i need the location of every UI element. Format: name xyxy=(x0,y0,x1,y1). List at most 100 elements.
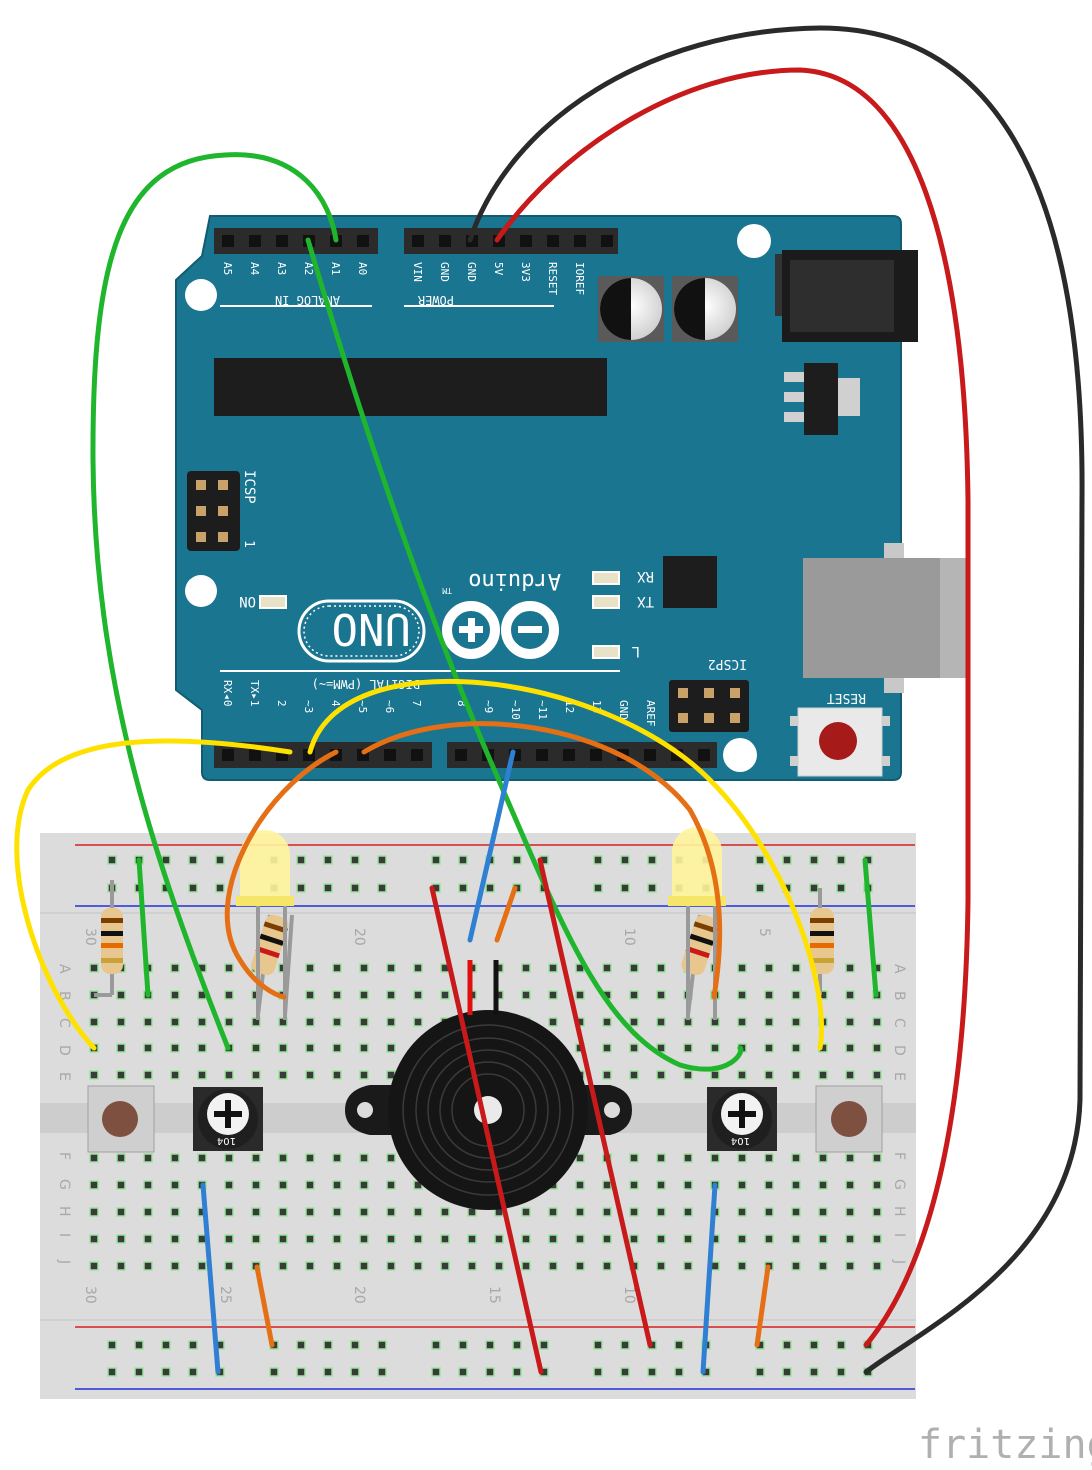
potentiometer-left[interactable]: 104 xyxy=(193,1087,263,1151)
breadboard-hole xyxy=(737,963,747,973)
usb-chip xyxy=(663,556,717,608)
breadboard-hole xyxy=(629,1017,639,1027)
breadboard-hole xyxy=(386,963,396,973)
potentiometer-right[interactable]: 104 xyxy=(707,1087,777,1151)
breadboard-hole xyxy=(440,990,450,1000)
icsp2-label: ICSP2 xyxy=(708,656,747,671)
row-letter: F xyxy=(56,1152,72,1160)
breadboard-hole xyxy=(521,963,531,973)
pin-label: ~6 xyxy=(383,700,396,713)
breadboard-hole xyxy=(116,1180,126,1190)
breadboard-hole xyxy=(764,963,774,973)
breadboard-hole xyxy=(350,1367,360,1377)
breadboard-hole xyxy=(818,1153,828,1163)
icsp-header xyxy=(187,471,240,551)
breadboard-hole xyxy=(224,1180,234,1190)
breadboard-hole xyxy=(359,1180,369,1190)
wire-yellow-d2 xyxy=(14,738,293,1051)
piezo-buzzer xyxy=(345,960,632,1210)
breadboard-hole xyxy=(170,1207,180,1217)
breadboard-hole xyxy=(485,1340,495,1350)
wire-red-5v xyxy=(494,67,971,1348)
breadboard-hole xyxy=(440,1207,450,1217)
wire-blue-pot xyxy=(200,1182,221,1375)
breadboard-hole xyxy=(305,990,315,1000)
breadboard-hole xyxy=(296,883,306,893)
breadboard-hole xyxy=(485,883,495,893)
column-number: 10 xyxy=(621,928,637,946)
breadboard-hole xyxy=(215,855,225,865)
breadboard-hole xyxy=(791,1153,801,1163)
breadboard-hole xyxy=(224,990,234,1000)
breadboard-hole xyxy=(332,1207,342,1217)
breadboard-hole xyxy=(251,1234,261,1244)
breadboard-hole xyxy=(170,1153,180,1163)
row-letter: I xyxy=(891,1233,907,1237)
breadboard-hole xyxy=(224,963,234,973)
breadboard-hole xyxy=(377,855,387,865)
reset-button[interactable] xyxy=(790,707,890,777)
breadboard-hole xyxy=(683,1043,693,1053)
breadboard-hole xyxy=(521,1261,531,1271)
breadboard-hole xyxy=(782,1340,792,1350)
breadboard-hole xyxy=(548,1261,558,1271)
breadboard-hole xyxy=(764,1070,774,1080)
breadboard-hole xyxy=(359,1017,369,1027)
breadboard-hole xyxy=(359,963,369,973)
wire-green-jumper xyxy=(862,857,879,998)
breadboard-hole xyxy=(197,1153,207,1163)
capacitor xyxy=(672,276,738,342)
breadboard-hole xyxy=(872,1017,882,1027)
power-header xyxy=(404,228,618,254)
breadboard-hole xyxy=(845,1017,855,1027)
breadboard-hole xyxy=(737,1153,747,1163)
breadboard-hole xyxy=(809,1367,819,1377)
breadboard-hole xyxy=(440,1234,450,1244)
breadboard-hole xyxy=(215,883,225,893)
breadboard-hole xyxy=(251,1180,261,1190)
pin-label: VIN xyxy=(411,262,424,282)
breadboard-hole xyxy=(512,1340,522,1350)
breadboard-hole xyxy=(251,1207,261,1217)
breadboard-hole xyxy=(143,1043,153,1053)
breadboard-hole xyxy=(737,1070,747,1080)
breadboard-hole xyxy=(170,1234,180,1244)
row-letter: C xyxy=(56,1018,72,1028)
breadboard-hole xyxy=(872,1180,882,1190)
reset-label: RESET xyxy=(827,690,866,705)
breadboard-hole xyxy=(674,1367,684,1377)
breadboard-hole xyxy=(620,855,630,865)
breadboard-hole xyxy=(386,1207,396,1217)
breadboard-hole xyxy=(413,963,423,973)
breadboard-hole xyxy=(359,1234,369,1244)
breadboard-hole xyxy=(134,1340,144,1350)
breadboard-hole xyxy=(548,990,558,1000)
breadboard-hole xyxy=(818,1261,828,1271)
breadboard-hole xyxy=(485,1367,495,1377)
breadboard-hole xyxy=(809,883,819,893)
push-button-left[interactable] xyxy=(87,1085,155,1153)
breadboard-hole xyxy=(224,1017,234,1027)
breadboard-hole xyxy=(755,855,765,865)
breadboard-hole xyxy=(359,1261,369,1271)
pot-label: 104 xyxy=(217,1135,236,1146)
usb-connector xyxy=(803,543,968,693)
column-number: 20 xyxy=(351,928,367,946)
row-letter: C xyxy=(891,1018,907,1028)
breadboard-hole xyxy=(818,1070,828,1080)
breadboard-hole xyxy=(872,1261,882,1271)
breadboard-hole xyxy=(872,1043,882,1053)
breadboard-hole xyxy=(683,1261,693,1271)
breadboard-hole xyxy=(296,1367,306,1377)
breadboard-hole xyxy=(170,1017,180,1027)
breadboard-hole xyxy=(791,963,801,973)
analog-header xyxy=(214,228,378,254)
push-button-right[interactable] xyxy=(815,1085,883,1153)
breadboard-hole xyxy=(548,963,558,973)
breadboard-hole xyxy=(656,1017,666,1027)
breadboard-hole xyxy=(791,1017,801,1027)
breadboard-hole xyxy=(278,1234,288,1244)
breadboard-hole xyxy=(575,1180,585,1190)
breadboard-hole xyxy=(602,1017,612,1027)
pin-label: A4 xyxy=(248,262,261,276)
